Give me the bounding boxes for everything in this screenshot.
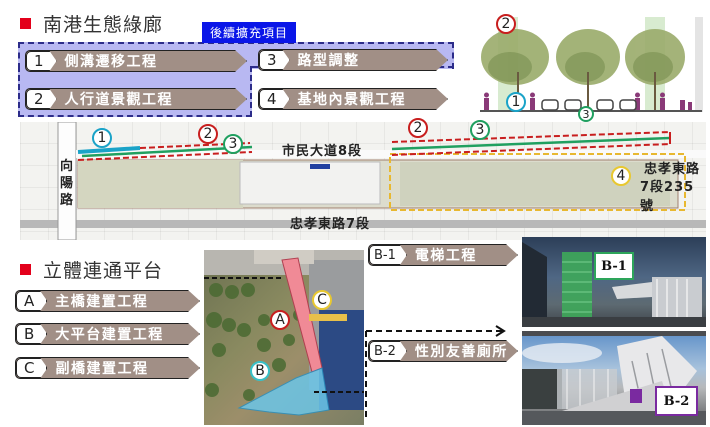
photo-label-b1: B-1 [594, 252, 634, 280]
section-title: 南港生態綠廊 [43, 14, 164, 36]
item-label: 路型調整 [297, 53, 360, 69]
item-key: 3 [259, 50, 290, 70]
section-title: 立體連通平台 [43, 260, 164, 282]
item-key: 4 [259, 89, 290, 109]
item-key: A [16, 291, 47, 311]
map-marker-3-west: 3 [223, 134, 243, 154]
item-A-tag: A 主橋建置工程 [15, 290, 200, 312]
address-line-2: 7段235號 [640, 180, 695, 214]
item-key: 1 [26, 51, 57, 71]
item-B2-tag: B-2 性別友善廁所 [368, 340, 518, 362]
section-heading-platform: 立體連通平台 [20, 256, 163, 283]
cross-section-drawing [480, 17, 703, 112]
aerial-drawing [204, 250, 364, 416]
item-label: 電梯工程 [414, 248, 477, 264]
dashed-arrow-connector [365, 325, 506, 421]
address-line-1: 忠孝東路 [644, 162, 701, 177]
item-1-tag: 1 側溝遷移工程 [25, 50, 247, 72]
map-marker-2-west: 2 [198, 124, 218, 144]
photo-restroom: B-2 [522, 331, 706, 425]
expansion-items-label: 後續擴充項目 [202, 22, 297, 43]
marker-3-circle: 3 [578, 106, 594, 122]
map-marker-3-east: 3 [470, 120, 490, 140]
item-key: C [16, 358, 47, 378]
marker-1-circle: 1 [506, 92, 526, 112]
item-C-tag: C 副橋建置工程 [15, 357, 200, 379]
item-label: 主橋建置工程 [55, 294, 149, 310]
item-4-tag: 4 基地內景觀工程 [258, 88, 448, 110]
road-label-zhongxiao: 忠孝東路7段 [290, 217, 371, 232]
item-2-tag: 2 人行道景觀工程 [25, 88, 247, 110]
marker-2-circle: 2 [496, 14, 516, 34]
item-B-tag: B 大平台建置工程 [15, 323, 200, 345]
section-heading-green-corridor: 南港生態綠廊 [20, 10, 163, 37]
aerial-marker-B: B [250, 361, 270, 381]
street-cross-section-illustration: 2 1 3 [470, 12, 705, 122]
item-label: 基地內景觀工程 [297, 92, 407, 108]
item-key: B-2 [369, 341, 407, 361]
road-label-xiangyang: 向陽路 [60, 159, 75, 208]
aerial-marker-A: A [270, 310, 290, 330]
red-square-bullet-icon [20, 264, 31, 275]
item-label: 性別友善廁所 [414, 344, 508, 360]
map-marker-2-east: 2 [408, 118, 428, 138]
photo-elevator: B-1 [522, 237, 706, 327]
item-key: B [16, 324, 47, 344]
map-marker-1: 1 [92, 128, 112, 148]
item-label: 側溝遷移工程 [64, 54, 158, 70]
aerial-render: A B C [204, 250, 364, 425]
item-label: 人行道景觀工程 [64, 92, 174, 108]
item-label: 大平台建置工程 [55, 327, 164, 343]
item-B1-tag: B-1 電梯工程 [368, 244, 518, 266]
map-marker-4: 4 [611, 166, 631, 186]
item-key: 2 [26, 89, 57, 109]
item-3-tag: 3 路型調整 [258, 49, 448, 71]
item-label: 副橋建置工程 [55, 361, 149, 377]
road-label-civic-blvd: 市民大道8段 [282, 144, 363, 159]
site-map: 1 2 3 2 3 4 向陽路 市民大道8段 忠孝東路7段 忠孝東路 7段235… [20, 118, 706, 240]
red-square-bullet-icon [20, 18, 31, 29]
aerial-marker-C: C [312, 290, 332, 310]
photo-label-b2: B-2 [655, 386, 698, 416]
item-key: B-1 [369, 245, 407, 265]
